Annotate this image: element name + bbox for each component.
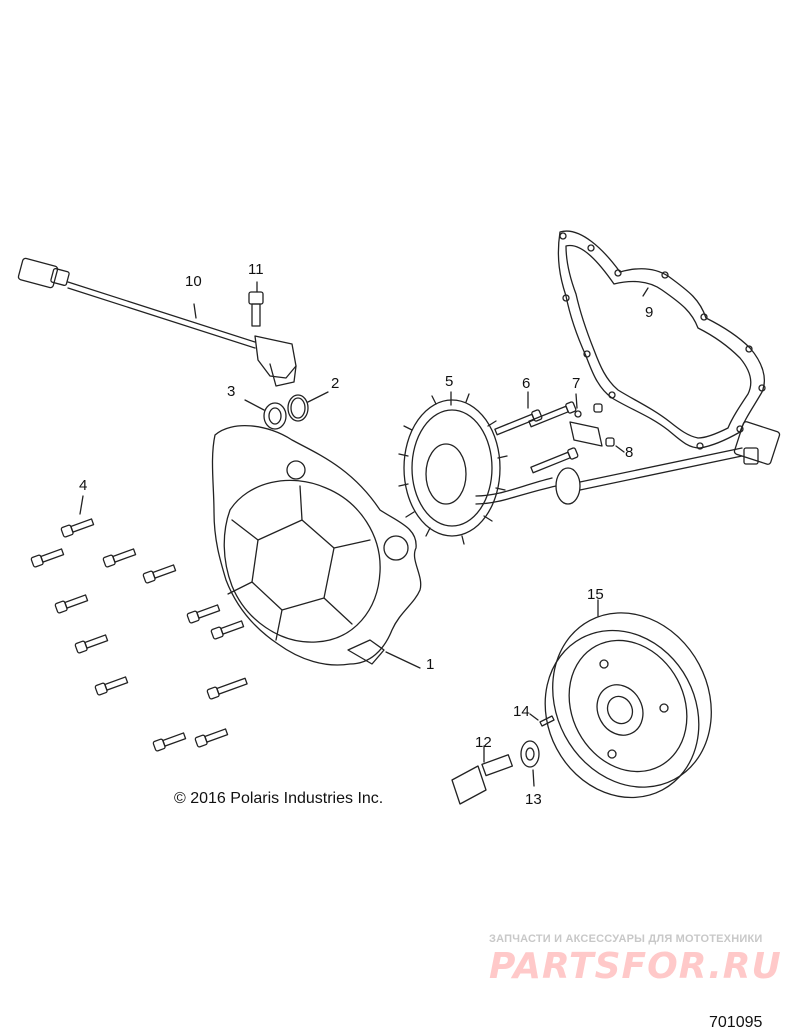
watermark-brand: PARTSFOR.RU — [489, 946, 782, 987]
callout-8: 8 — [625, 444, 634, 461]
callout-5: 5 — [445, 373, 454, 390]
ring-part-2 — [287, 394, 309, 422]
callout-15: 15 — [587, 586, 604, 603]
copyright-notice: © 2016 Polaris Industries Inc. — [174, 790, 384, 807]
callout-7: 7 — [572, 375, 581, 392]
callout-13: 13 — [525, 791, 542, 808]
clamp-part-7 — [569, 393, 603, 447]
gasket-part-9 — [557, 230, 766, 450]
callout-14: 14 — [513, 703, 530, 720]
watermark-tagline: ЗАПЧАСТИ И АКСЕССУАРЫ ДЛЯ МОТОТЕХНИКИ — [489, 933, 763, 945]
washer-part-13 — [520, 740, 540, 787]
callout-1: 1 — [426, 656, 435, 673]
stator-part-5 — [398, 391, 743, 545]
callout-9: 9 — [645, 304, 654, 321]
bolt-part-12 — [451, 745, 514, 805]
bolts-part-6 — [494, 391, 579, 474]
flywheel-part-15 — [544, 599, 712, 799]
screw-part-8 — [593, 403, 625, 453]
figure-number: 701095 — [709, 1014, 763, 1031]
callout-4: 4 — [79, 477, 88, 494]
bolts-part-4 — [30, 495, 248, 752]
key-part-14 — [529, 713, 555, 727]
callout-2: 2 — [331, 375, 340, 392]
callout-3: 3 — [227, 383, 236, 400]
callout-6: 6 — [522, 375, 531, 392]
callout-10: 10 — [185, 273, 202, 290]
sensor-part-10 — [17, 257, 297, 387]
bolt-part-11 — [248, 281, 264, 327]
callout-12: 12 — [475, 734, 492, 751]
cover-part-1 — [211, 425, 422, 669]
connector-stator — [733, 421, 781, 465]
callout-11: 11 — [248, 261, 264, 278]
seal-part-3 — [263, 402, 287, 430]
